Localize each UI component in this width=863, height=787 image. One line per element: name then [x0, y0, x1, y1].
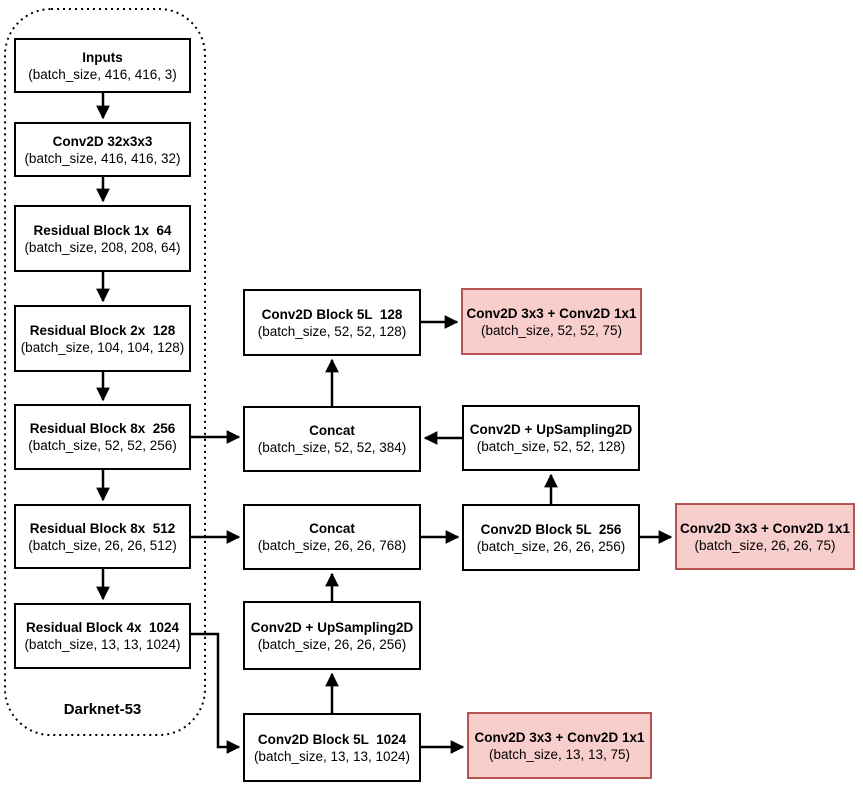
node-conv2d-upsampling2d-26: Conv2D + UpSampling2D (batch_size, 26, 2… [243, 601, 421, 670]
node-concat-52: Concat (batch_size, 52, 52, 384) [243, 406, 421, 472]
node-detection-head-52: Conv2D 3x3 + Conv2D 1x1 (batch_size, 52,… [461, 288, 642, 355]
node-title: Residual Block 8x 256 [29, 421, 176, 436]
node-residual-block-4x-1024: Residual Block 4x 1024 (batch_size, 13, … [14, 603, 191, 669]
node-shape: (batch_size, 52, 52, 128) [257, 323, 407, 339]
node-title: Conv2D 3x3 + Conv2D 1x1 [680, 520, 850, 536]
node-shape: (batch_size, 52, 52, 128) [476, 439, 626, 454]
node-title: Residual Block 1x 64 [33, 222, 172, 238]
node-shape: (batch_size, 52, 52, 384) [257, 440, 407, 455]
node-conv2d-block-5l-128: Conv2D Block 5L 128 (batch_size, 52, 52,… [243, 289, 421, 356]
node-title: Conv2D 32x3x3 [52, 133, 153, 149]
node-shape: (batch_size, 26, 26, 512) [28, 537, 177, 553]
node-shape: (batch_size, 26, 26, 768) [257, 538, 407, 553]
node-shape: (batch_size, 52, 52, 256) [28, 438, 177, 453]
darknet53-label: Darknet-53 [63, 701, 142, 718]
node-title: Residual Block 4x 1024 [25, 620, 180, 635]
node-title: Conv2D Block 5L 256 [480, 521, 622, 537]
node-residual-block-8x-512: Residual Block 8x 512 (batch_size, 26, 2… [14, 504, 191, 569]
node-conv2d-upsampling2d-52: Conv2D + UpSampling2D (batch_size, 52, 5… [462, 405, 640, 471]
node-shape: (batch_size, 416, 416, 3) [28, 66, 177, 82]
node-shape: (batch_size, 104, 104, 128) [20, 339, 185, 355]
node-shape: (batch_size, 416, 416, 32) [24, 150, 181, 166]
node-title: Inputs [82, 49, 123, 65]
node-title: Residual Block 8x 512 [29, 520, 176, 536]
node-title: Concat [309, 423, 355, 438]
node-residual-block-2x-128: Residual Block 2x 128 (batch_size, 104, … [14, 305, 191, 372]
darknet53-dashed-boundary [4, 8, 206, 736]
node-inputs: Inputs (batch_size, 416, 416, 3) [14, 38, 191, 93]
node-title: Conv2D + UpSampling2D [469, 422, 633, 437]
node-shape: (batch_size, 52, 52, 75) [480, 322, 623, 338]
node-title: Concat [309, 521, 355, 536]
node-title: Conv2D + UpSampling2D [250, 619, 414, 635]
node-shape: (batch_size, 26, 26, 256) [257, 636, 407, 652]
node-shape: (batch_size, 13, 13, 75) [488, 746, 631, 762]
node-conv2d-block-5l-1024: Conv2D Block 5L 1024 (batch_size, 13, 13… [243, 713, 421, 782]
node-concat-26: Concat (batch_size, 26, 26, 768) [243, 504, 421, 570]
node-shape: (batch_size, 13, 13, 1024) [253, 748, 411, 764]
node-detection-head-26: Conv2D 3x3 + Conv2D 1x1 (batch_size, 26,… [675, 503, 855, 570]
node-shape: (batch_size, 208, 208, 64) [24, 239, 181, 255]
node-title: Residual Block 2x 128 [29, 322, 176, 338]
node-residual-block-8x-256: Residual Block 8x 256 (batch_size, 52, 5… [14, 404, 191, 470]
node-shape: (batch_size, 13, 13, 1024) [24, 637, 181, 652]
node-title: Conv2D 3x3 + Conv2D 1x1 [474, 729, 645, 745]
node-title: Conv2D Block 5L 1024 [257, 731, 407, 747]
node-title: Conv2D Block 5L 128 [261, 306, 403, 322]
node-conv2d-32x3x3: Conv2D 32x3x3 (batch_size, 416, 416, 32) [14, 122, 191, 177]
node-conv2d-block-5l-256: Conv2D Block 5L 256 (batch_size, 26, 26,… [462, 504, 640, 571]
node-title: Conv2D 3x3 + Conv2D 1x1 [466, 305, 637, 321]
node-shape: (batch_size, 26, 26, 256) [476, 538, 626, 554]
node-detection-head-13: Conv2D 3x3 + Conv2D 1x1 (batch_size, 13,… [467, 712, 652, 779]
node-shape: (batch_size, 26, 26, 75) [694, 537, 836, 553]
node-residual-block-1x-64: Residual Block 1x 64 (batch_size, 208, 2… [14, 205, 191, 272]
